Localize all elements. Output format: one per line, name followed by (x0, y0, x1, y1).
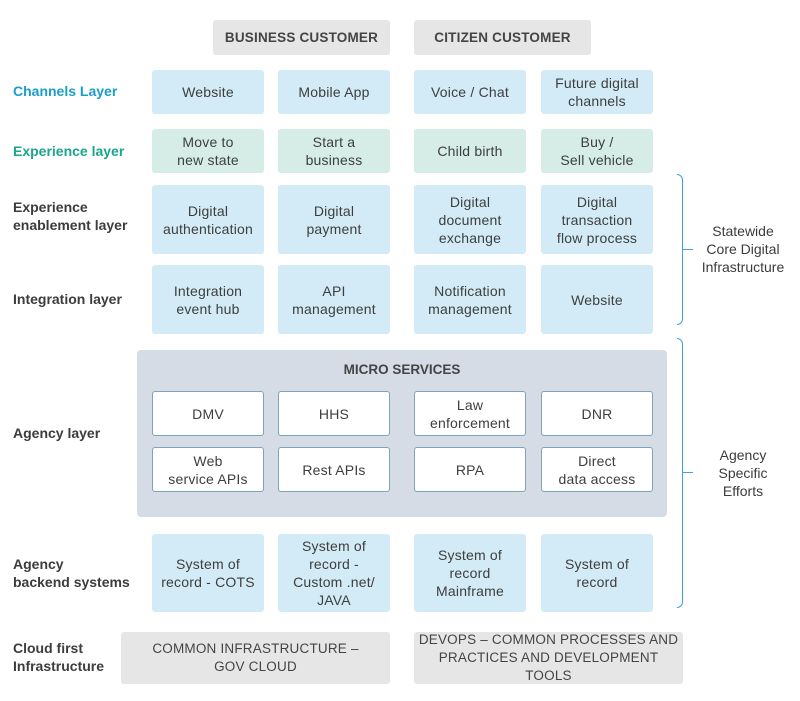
experience-child-birth: Child birth (414, 129, 526, 173)
enablement-digital-transaction-flow: Digital transaction flow process (541, 185, 653, 254)
label-experience-layer: Experience layer (13, 143, 125, 159)
label-agency-backend-systems: Agency backend systems (13, 556, 130, 590)
note-agency-specific-efforts: Agency Specific Efforts (718, 447, 768, 499)
integration-api-management: API management (278, 265, 390, 334)
micro-direct-data-access: Direct data access (541, 447, 653, 492)
enablement-digital-document-exchange: Digital document exchange (414, 185, 526, 254)
note-statewide-core-digital-infrastructure: Statewide Core Digital Infrastructure (701, 223, 785, 275)
brace-statewide-tick (683, 249, 693, 250)
experience-move-to-new-state: Move to new state (152, 129, 264, 173)
brace-agency (677, 338, 683, 608)
label-experience-enablement-layer: Experience enablement layer (13, 199, 128, 233)
micro-hhs: HHS (278, 391, 390, 436)
header-business-customer: BUSINESS CUSTOMER (213, 20, 390, 55)
experience-buy-sell-vehicle: Buy / Sell vehicle (541, 129, 653, 173)
micro-services-title: MICRO SERVICES (343, 362, 461, 377)
cloud-devops: DEVOPS – COMMON PROCESSES AND PRACTICES … (414, 632, 683, 684)
channel-mobile-app: Mobile App (278, 70, 390, 114)
micro-rpa: RPA (414, 447, 526, 492)
enablement-digital-authentication: Digital authentication (152, 185, 264, 254)
backend-system-of-record-custom: System of record - Custom .net/ JAVA (278, 534, 390, 612)
label-agency-layer: Agency layer (13, 425, 101, 441)
label-channels-layer: Channels Layer (13, 83, 118, 99)
cloud-common-infrastructure: COMMON INFRASTRUCTURE – GOV CLOUD (121, 632, 390, 684)
integration-notification-management: Notification management (414, 265, 526, 334)
experience-start-business: Start a business (278, 129, 390, 173)
micro-law-enforcement: Law enforcement (414, 391, 526, 436)
backend-system-of-record: System of record (541, 534, 653, 612)
micro-dmv: DMV (152, 391, 264, 436)
header-citizen-customer: CITIZEN CUSTOMER (414, 20, 591, 55)
micro-dnr: DNR (541, 391, 653, 436)
backend-system-of-record-mainframe: System of record Mainframe (414, 534, 526, 612)
label-integration-layer: Integration layer (13, 291, 122, 307)
enablement-digital-payment: Digital payment (278, 185, 390, 254)
backend-system-of-record-cots: System of record - COTS (152, 534, 264, 612)
brace-agency-tick (683, 472, 693, 473)
channel-website: Website (152, 70, 264, 114)
integration-website: Website (541, 265, 653, 334)
micro-rest-apis: Rest APIs (278, 447, 390, 492)
channel-voice-chat: Voice / Chat (414, 70, 526, 114)
channel-future-digital: Future digital channels (541, 70, 653, 114)
integration-event-hub: Integration event hub (152, 265, 264, 334)
micro-web-service-apis: Web service APIs (152, 447, 264, 492)
label-cloud-first-infrastructure: Cloud first Infrastructure (13, 640, 105, 674)
